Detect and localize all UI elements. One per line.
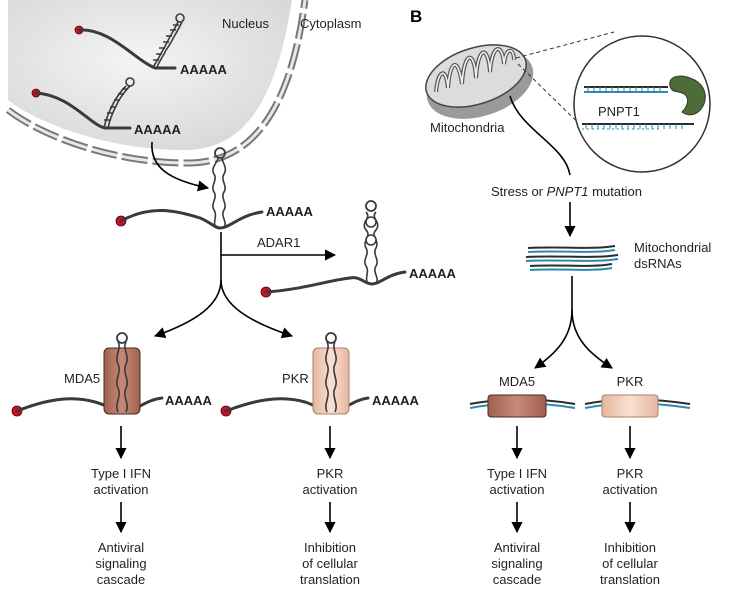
polya-2: AAAAA — [134, 122, 182, 137]
pkr-complex-b — [584, 394, 691, 418]
stress-label: Stress or PNPT1 mutation — [491, 184, 642, 199]
split-arrow-left-b — [534, 276, 573, 369]
a-right-line2: activation — [303, 482, 358, 497]
a-left-out1: Antiviral — [98, 540, 144, 555]
b-left-out2: signaling — [491, 556, 542, 571]
panel-b-letter: B — [410, 7, 422, 26]
dsrna-label-2: dsRNAs — [634, 256, 682, 271]
b-right-out2: of cellular — [602, 556, 658, 571]
b-left-out3: cascade — [493, 572, 541, 587]
zoom-circle — [573, 35, 711, 173]
pkr-label-b: PKR — [617, 374, 644, 389]
a-left-out3: cascade — [97, 572, 145, 587]
split-arrow-right-b — [571, 309, 613, 369]
mitochondrion — [425, 44, 534, 119]
adar-label: ADAR1 — [257, 235, 300, 250]
a-right-out2: of cellular — [302, 556, 358, 571]
a-right-line1: PKR — [317, 466, 344, 481]
a-right-out3: translation — [300, 572, 360, 587]
b-right-out1: Inhibition — [604, 540, 656, 555]
a-right-out1: Inhibition — [304, 540, 356, 555]
polya-1: AAAAA — [180, 62, 228, 77]
edited-transcript — [260, 200, 407, 298]
a-left-line1: Type I IFN — [91, 466, 151, 481]
nuclear-transcript-2 — [31, 77, 135, 130]
polya-6: AAAAA — [372, 393, 420, 408]
mda5-label-b: MDA5 — [499, 374, 535, 389]
cytoplasm-label: Cytoplasm — [300, 16, 361, 31]
b-left-out1: Antiviral — [494, 540, 540, 555]
export-arrow — [151, 141, 210, 192]
pkr-complex-a — [220, 332, 370, 417]
cytoplasmic-transcript — [115, 147, 264, 230]
polya-5: AAAAA — [165, 393, 213, 408]
split-arrow-left-a — [153, 255, 222, 338]
dsrna-label-1: Mitochondrial — [634, 240, 711, 255]
mitochondria-label: Mitochondria — [430, 120, 505, 135]
zoom-line-top — [515, 31, 615, 59]
polya-3: AAAAA — [266, 204, 314, 219]
b-right-line1: PKR — [617, 466, 644, 481]
mda5-complex-a — [11, 332, 164, 417]
a-left-line2: activation — [94, 482, 149, 497]
nucleus-label: Nucleus — [222, 16, 269, 31]
enzyme-label: PNPT1 — [598, 104, 640, 119]
b-right-out3: translation — [600, 572, 660, 587]
split-arrow-right-a — [220, 279, 294, 339]
stress-arrow-top — [509, 95, 571, 176]
b-left-line1: Type I IFN — [487, 466, 547, 481]
mda5-complex-b — [469, 394, 576, 418]
polya-4: AAAAA — [409, 266, 457, 281]
mito-dsrnas — [525, 245, 619, 271]
b-left-line2: activation — [490, 482, 545, 497]
b-right-line2: activation — [603, 482, 658, 497]
a-left-out2: signaling — [95, 556, 146, 571]
pkr-label-a: PKR — [282, 371, 309, 386]
nuclear-transcript-1 — [74, 13, 185, 70]
mda5-label-a: MDA5 — [64, 371, 100, 386]
